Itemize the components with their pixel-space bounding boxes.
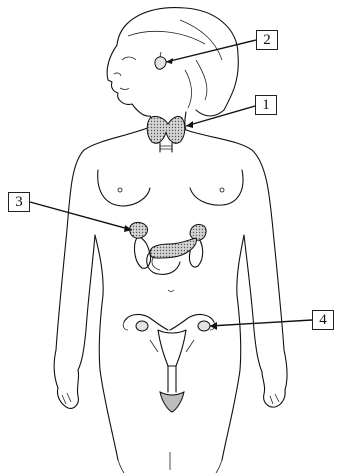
reproductive-organs bbox=[123, 315, 215, 412]
pointer-3 bbox=[30, 202, 132, 230]
pituitary-gland bbox=[155, 52, 166, 69]
label-4-text: 4 bbox=[319, 312, 327, 329]
label-3: 3 bbox=[8, 192, 30, 212]
label-3-text: 3 bbox=[15, 194, 23, 211]
label-1: 1 bbox=[255, 95, 277, 115]
label-4: 4 bbox=[312, 310, 334, 330]
pointer-lines bbox=[30, 40, 312, 330]
head bbox=[107, 8, 238, 130]
label-2-text: 2 bbox=[263, 32, 271, 49]
pointer-4 bbox=[210, 320, 312, 326]
thyroid-gland bbox=[147, 116, 185, 152]
pointer-2 bbox=[166, 40, 256, 62]
label-2: 2 bbox=[256, 30, 278, 50]
body-outline bbox=[54, 126, 287, 473]
pointer-1 bbox=[186, 106, 255, 126]
label-1-text: 1 bbox=[262, 97, 270, 114]
abdominal-organs bbox=[130, 222, 206, 274]
